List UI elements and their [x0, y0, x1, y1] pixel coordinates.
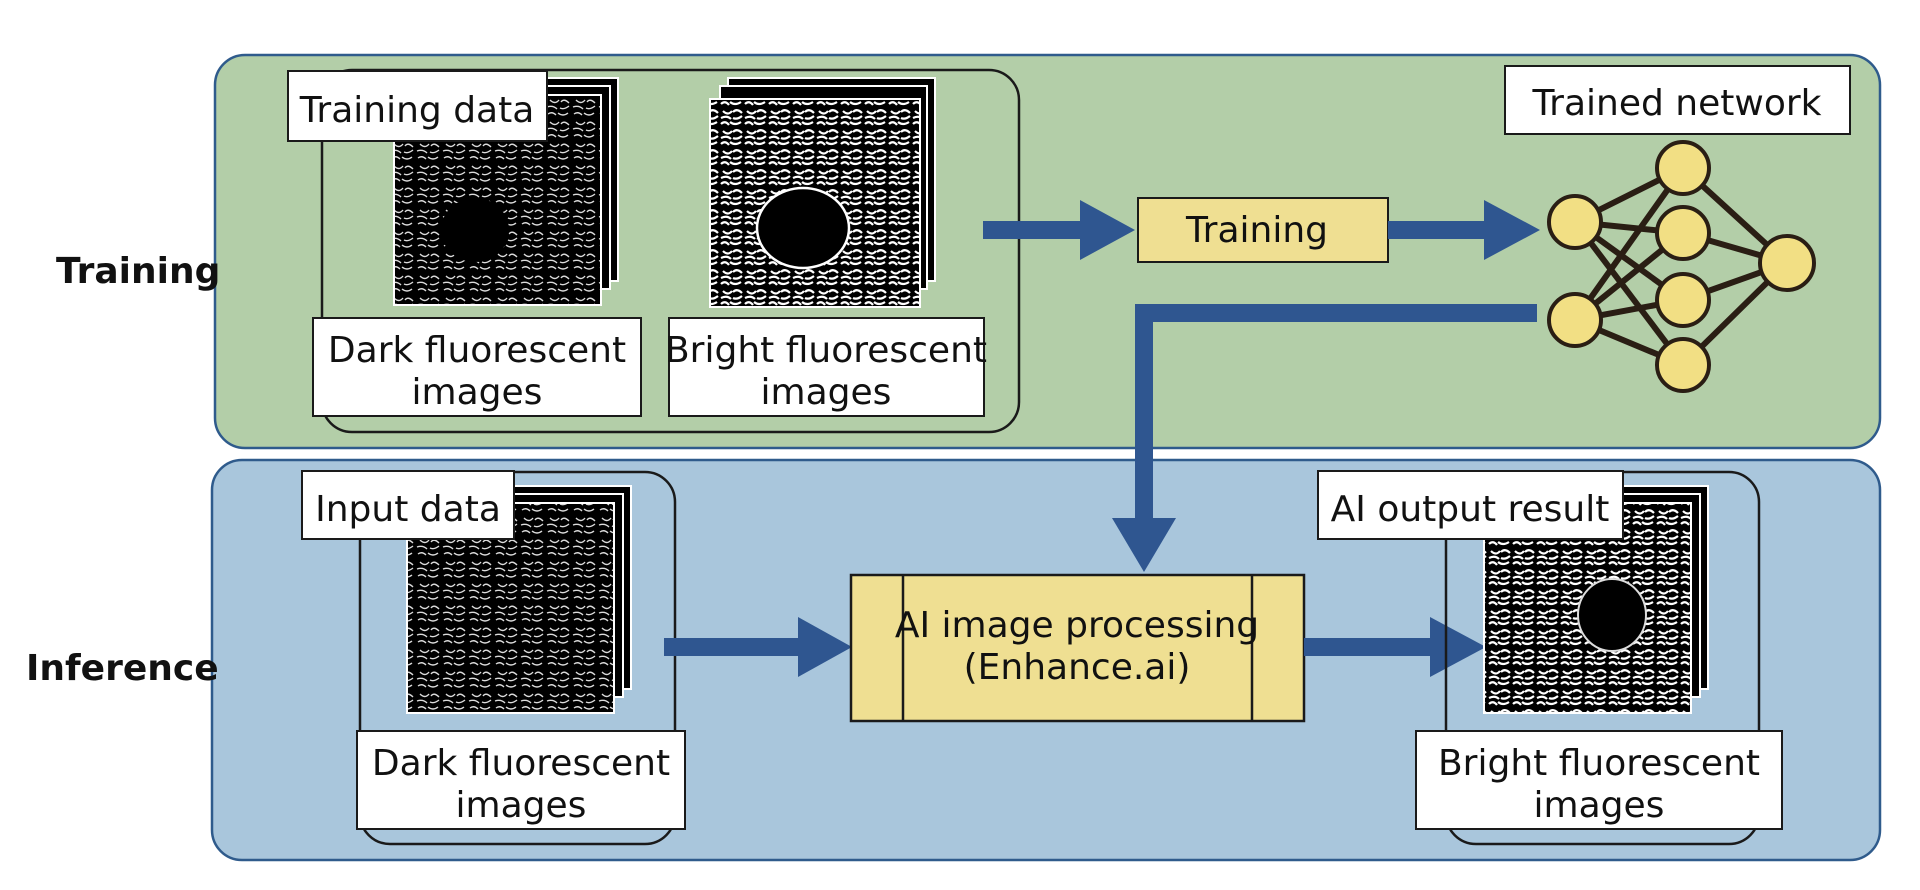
ai-output-title: AI output result	[1331, 489, 1610, 530]
training-bright-caption-line2: images	[761, 372, 892, 413]
inference-bright-caption-line2: images	[1534, 785, 1665, 826]
training-process-box	[1137, 197, 1389, 263]
network-node	[1655, 140, 1711, 196]
input-data-title: Input data	[315, 489, 501, 530]
inference-row-label: Inference	[26, 648, 219, 689]
training-dark-caption-line2: images	[412, 372, 543, 413]
inference-bright-caption-line1: Bright fluorescent	[1438, 743, 1760, 784]
ai-processing-line2: (Enhance.ai)	[964, 647, 1191, 688]
network-node	[1655, 272, 1711, 328]
training-data-group: Training data Dark fluorescent images Br…	[287, 68, 1021, 434]
inference-dark-caption-line1: Dark fluorescent	[372, 743, 670, 784]
ai-output-title-box	[1317, 470, 1624, 540]
neural-network-icon	[1547, 140, 1816, 393]
ai-processing-box	[849, 573, 1306, 723]
arrow-network-to-processing	[1112, 304, 1537, 572]
network-node	[1547, 194, 1603, 250]
network-node	[1547, 292, 1603, 348]
input-data-frame	[358, 470, 677, 846]
input-data-title-box	[301, 470, 515, 540]
input-data-group: Input data Dark fluorescent images	[301, 470, 686, 846]
ai-output-group: AI output result Bright fluorescent imag…	[1317, 470, 1783, 846]
arrow-to-output	[1304, 617, 1486, 677]
arrow-to-training	[983, 200, 1135, 260]
inference-dark-caption-line2: images	[456, 785, 587, 826]
training-bright-caption-box	[668, 317, 985, 417]
arrow-to-network	[1388, 200, 1540, 260]
training-dark-caption-line1: Dark fluorescent	[328, 330, 626, 371]
fluorescence-micrograph-icon	[709, 77, 936, 308]
trained-network-title: Trained network	[1531, 83, 1821, 124]
training-data-title: Training data	[299, 90, 535, 131]
training-data-title-box	[287, 70, 548, 142]
inference-bright-caption-box	[1415, 730, 1783, 830]
network-node	[1758, 234, 1816, 292]
training-bright-caption-line1: Bright fluorescent	[665, 330, 987, 371]
training-row-label: Training	[56, 251, 220, 292]
network-node	[1655, 337, 1711, 393]
inference-dark-caption-box	[356, 730, 686, 830]
training-data-frame	[320, 68, 1021, 434]
ai-processing-line1: AI image processing	[895, 605, 1259, 646]
training-dark-caption-box	[312, 317, 642, 417]
network-node	[1655, 205, 1711, 261]
arrow-to-processing	[664, 617, 852, 677]
trained-network-title-box	[1504, 65, 1851, 135]
training-process-label: Training	[1185, 210, 1328, 251]
